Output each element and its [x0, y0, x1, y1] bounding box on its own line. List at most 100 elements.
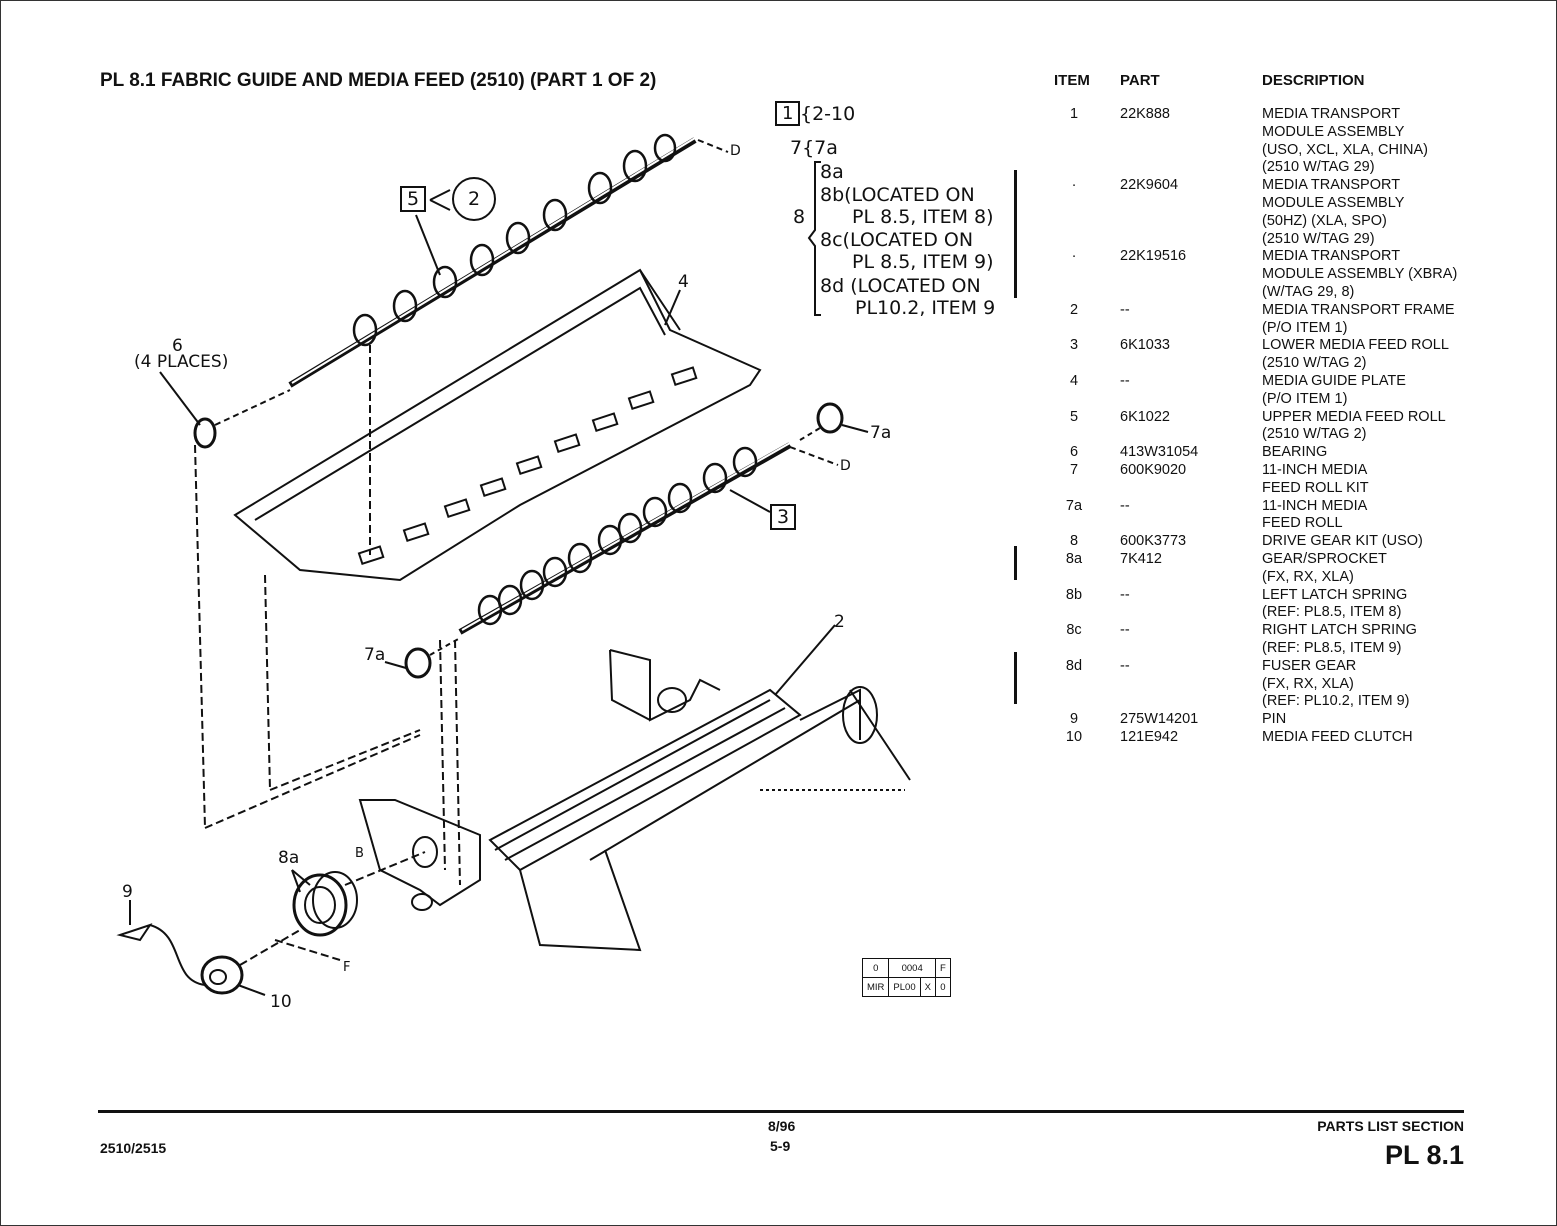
description-line: (2510 W/TAG 2) — [1262, 355, 1367, 372]
label-6: 6 — [172, 336, 183, 356]
description-line: (REF: PL10.2, ITEM 9) — [1262, 693, 1410, 710]
part-number: -- — [1120, 657, 1130, 674]
part-description: UPPER MEDIA FEED ROLL(2510 W/TAG 2) — [1262, 409, 1522, 445]
item-number: 7a — [1065, 497, 1083, 514]
label-7a-right: 7a — [870, 423, 892, 443]
page-title: PL 8.1 FABRIC GUIDE AND MEDIA FEED (2510… — [100, 70, 657, 91]
description-line: MEDIA TRANSPORT — [1262, 177, 1401, 194]
stamp-cell: X — [919, 977, 936, 997]
part-number: -- — [1120, 586, 1130, 603]
callout-8a: 8a — [820, 161, 844, 183]
item-number: 8a — [1065, 551, 1083, 567]
description-line: BEARING — [1262, 444, 1328, 461]
description-line: MEDIA TRANSPORT — [1262, 106, 1401, 122]
part-number: 121E942 — [1120, 729, 1179, 745]
item-number: 2 — [1069, 301, 1079, 318]
part-number: 7K412 — [1120, 551, 1162, 567]
description-line: MEDIA TRANSPORT — [1262, 248, 1401, 265]
callout-8d-ref: PL10.2, ITEM 9 — [855, 297, 996, 319]
description-line: (FX, RX, XLA) — [1262, 568, 1354, 585]
column-header-part: PART — [1120, 72, 1160, 89]
description-line: FUSER GEAR — [1262, 657, 1357, 674]
description-line: FEED ROLL — [1262, 515, 1343, 532]
part-number: 22K9604 — [1120, 177, 1179, 194]
label-4: 4 — [678, 272, 689, 292]
description-line: MEDIA TRANSPORT FRAME — [1262, 301, 1455, 318]
part-description: FUSER GEAR(FX, RX, XLA)(REF: PL10.2, ITE… — [1262, 658, 1522, 711]
part-number: -- — [1120, 373, 1130, 389]
part-description: MEDIA GUIDE PLATE(P/O ITEM 1) — [1262, 373, 1522, 409]
part-description: BEARING — [1262, 444, 1522, 462]
callout-kit-7: 7{7a — [790, 137, 838, 159]
revision-bar — [1014, 546, 1017, 580]
part-description: PIN — [1262, 711, 1522, 729]
part-description: MEDIA FEED CLUTCH — [1262, 729, 1522, 747]
callout-brace-8 — [807, 161, 821, 316]
part-number: 6K1033 — [1120, 337, 1170, 354]
label-9: 9 — [122, 882, 133, 902]
item-number: 6 — [1069, 444, 1079, 461]
description-line: MEDIA FEED CLUTCH — [1262, 729, 1413, 745]
description-line: (2510 W/TAG 29) — [1262, 159, 1375, 176]
part-number: 413W31054 — [1120, 444, 1199, 461]
label-8a: 8a — [278, 848, 300, 868]
stamp-cell: PL00 — [888, 977, 921, 997]
description-line: FEED ROLL KIT — [1262, 479, 1369, 496]
item-number: 3 — [1069, 337, 1079, 354]
stamp-cell: F — [934, 958, 951, 978]
callout-8c: 8c(LOCATED ON — [820, 229, 974, 251]
part-description: LEFT LATCH SPRING(REF: PL8.5, ITEM 8) — [1262, 587, 1522, 623]
description-line: (REF: PL8.5, ITEM 9) — [1262, 639, 1402, 656]
callout-8b-ref: PL 8.5, ITEM 8) — [852, 206, 994, 228]
stamp-cell: MIR — [861, 977, 890, 997]
callout-8: 8 — [793, 206, 806, 228]
description-line: 11-INCH MEDIA — [1262, 497, 1368, 514]
footer-model: 2510/2515 — [100, 1140, 167, 1156]
description-line: RIGHT LATCH SPRING — [1262, 622, 1417, 639]
column-header-description: DESCRIPTION — [1262, 72, 1365, 89]
label-d-upper: D — [730, 143, 741, 159]
item-number: 1 — [1069, 106, 1079, 122]
revision-bar — [1014, 170, 1017, 298]
part-description: RIGHT LATCH SPRING(REF: PL8.5, ITEM 9) — [1262, 622, 1522, 658]
description-line: (P/O ITEM 1) — [1262, 319, 1348, 336]
label-2: 2 — [834, 612, 845, 632]
part-number: 275W14201 — [1120, 711, 1199, 728]
column-header-item: ITEM — [1054, 72, 1090, 89]
footer-pl-number: PL 8.1 — [1384, 1140, 1464, 1170]
part-number: 22K888 — [1120, 106, 1170, 122]
description-line: MODULE ASSEMBLY — [1262, 194, 1405, 211]
item-number: 10 — [1065, 729, 1083, 745]
item-number: 5 — [1069, 408, 1079, 425]
footer-date: 8/96 — [768, 1118, 796, 1134]
item-number: · — [1071, 177, 1077, 194]
label-6-places: (4 PLACES) — [134, 352, 229, 372]
description-line: (2510 W/TAG 29) — [1262, 230, 1375, 247]
description-line: MEDIA GUIDE PLATE — [1262, 373, 1406, 389]
footer-section: PARTS LIST SECTION — [1317, 1118, 1464, 1134]
part-description: MEDIA TRANSPORT FRAME(P/O ITEM 1) — [1262, 302, 1522, 338]
description-line: PIN — [1262, 711, 1287, 728]
item-number: 9 — [1069, 711, 1079, 728]
part-number: 22K19516 — [1120, 248, 1187, 265]
callout-circle-2: 2 — [452, 177, 496, 221]
description-line: (FX, RX, XLA) — [1262, 675, 1354, 692]
callout-8b: 8b(LOCATED ON — [820, 184, 975, 206]
part-description: GEAR/SPROCKET(FX, RX, XLA) — [1262, 551, 1522, 587]
footer-rule — [98, 1110, 1464, 1113]
description-line: MODULE ASSEMBLY — [1262, 123, 1405, 140]
label-7a-left: 7a — [364, 645, 386, 665]
part-description: DRIVE GEAR KIT (USO) — [1262, 533, 1522, 551]
stamp-cell: 0004 — [888, 958, 936, 978]
exploded-parts-diagram — [116, 133, 911, 996]
part-description: LOWER MEDIA FEED ROLL(2510 W/TAG 2) — [1262, 337, 1522, 373]
item-number: 8c — [1066, 622, 1082, 639]
label-10: 10 — [270, 992, 292, 1012]
description-line: (USO, XCL, XLA, CHINA) — [1262, 141, 1428, 158]
label-b: B — [355, 846, 364, 861]
